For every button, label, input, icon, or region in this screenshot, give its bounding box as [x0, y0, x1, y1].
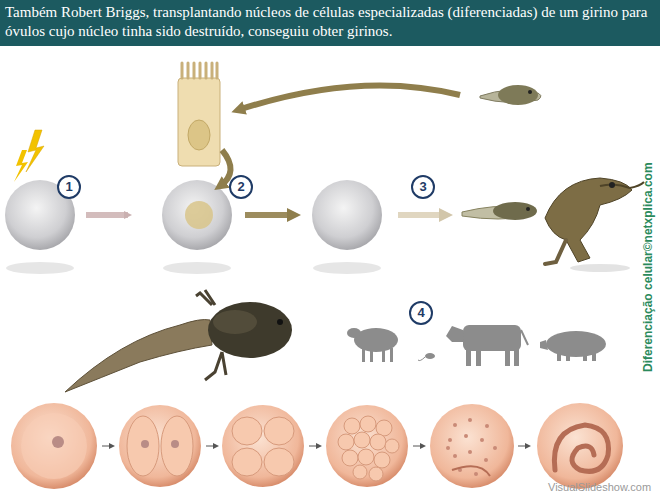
callout-number: 1	[57, 175, 81, 199]
copyright-watermark: Diferenciação celular©netxplica.com	[641, 162, 655, 372]
site-watermark: VisualSlideshow.com	[548, 481, 651, 493]
callout-number: 2	[229, 175, 253, 199]
callout-number: 3	[411, 175, 435, 199]
title-text: Também Robert Briggs, transplantando núc…	[5, 3, 655, 41]
callout-number: 4	[409, 301, 433, 325]
